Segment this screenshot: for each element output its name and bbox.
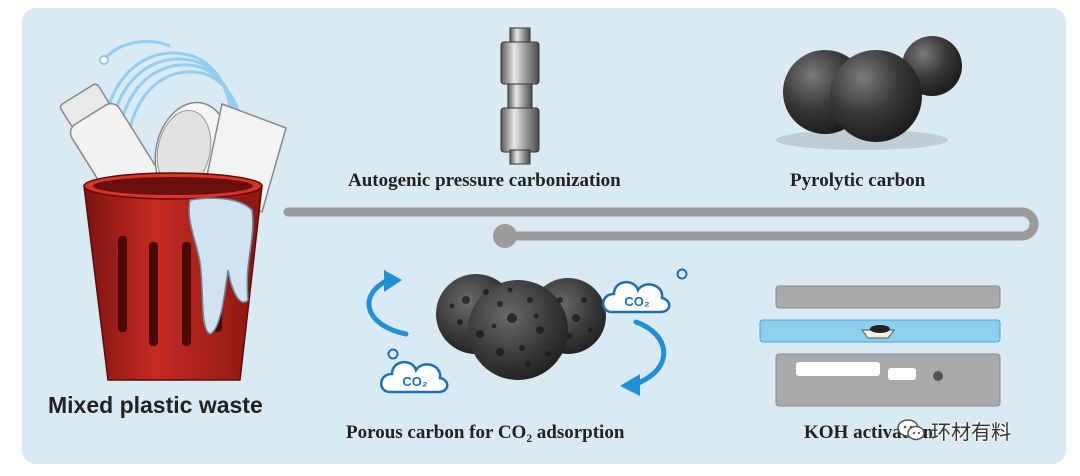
reactor-icon xyxy=(500,27,540,165)
cycle-arrows-icon xyxy=(366,277,667,387)
waste-bin-icon xyxy=(59,40,287,381)
co2-cloud-icon: CO₂ xyxy=(380,348,449,394)
carbon-spheres-icon xyxy=(776,36,962,150)
process-track xyxy=(283,207,1039,248)
label-mixed-plastic-waste: Mixed plastic waste xyxy=(48,392,263,418)
wechat-icon xyxy=(897,419,925,441)
label-pyrolytic-carbon: Pyrolytic carbon xyxy=(790,170,926,191)
watermark: 环材有料 xyxy=(897,414,1057,446)
label-porous-carbon: Porous carbon for CO₂ adsorption xyxy=(346,422,625,443)
co2-badge-upper: CO₂ xyxy=(624,294,650,309)
co2-badge-lower: CO₂ xyxy=(402,374,428,389)
label-autogenic-pressure-carbonization: Autogenic pressure carbonization xyxy=(348,170,621,191)
porous-carbon-icon xyxy=(436,274,606,380)
track-end-dot xyxy=(493,224,517,248)
co2-cloud-icon: CO₂ xyxy=(602,268,688,314)
furnace-icon xyxy=(759,285,1001,407)
watermark-text: 环材有料 xyxy=(931,419,1011,444)
